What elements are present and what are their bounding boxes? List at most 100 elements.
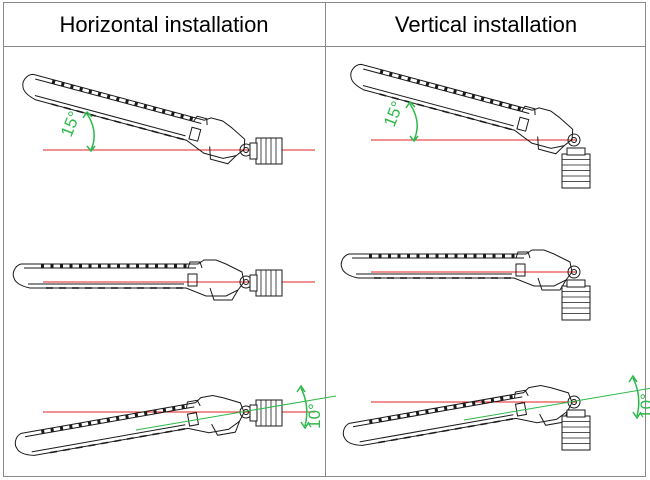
luminaire-outline xyxy=(22,73,253,165)
tilt-angle-label: 10° xyxy=(637,393,650,419)
lens-dash xyxy=(138,126,147,131)
lens-dash xyxy=(76,109,84,114)
cooling-fin xyxy=(183,264,187,268)
lens-dash xyxy=(63,106,71,110)
luminaire-outline xyxy=(12,259,253,301)
lens-dash xyxy=(139,434,147,438)
cooling-fin xyxy=(60,82,65,87)
cooling-fin xyxy=(435,254,439,258)
cooling-fin xyxy=(126,264,130,268)
lens-dash xyxy=(480,422,488,426)
tilt-angle-label: 10° xyxy=(305,403,324,429)
cooling-fin xyxy=(88,89,93,95)
cooling-fin xyxy=(406,412,411,418)
lens-dash xyxy=(391,96,399,100)
figure-frame xyxy=(3,2,646,477)
cooling-fin xyxy=(443,406,448,411)
tilt-angle-label: 15° xyxy=(380,99,407,130)
cooling-fin xyxy=(462,402,467,408)
cooling-fin xyxy=(498,101,503,107)
pivot-bolt xyxy=(243,409,249,415)
cooling-fin xyxy=(397,414,401,419)
lens-dash xyxy=(177,428,186,431)
latch-cover xyxy=(187,261,203,269)
arrow-head xyxy=(628,374,638,383)
cooling-fin xyxy=(471,94,476,99)
cooling-fin xyxy=(171,406,176,411)
cooling-fin xyxy=(134,412,139,418)
arrow-head xyxy=(296,384,306,393)
lens-dash xyxy=(377,440,386,444)
horizontal-installation-title: Horizontal installation xyxy=(59,12,269,37)
lens-dash xyxy=(390,438,398,442)
cooling-fin xyxy=(143,411,148,416)
lens-dash xyxy=(379,93,387,97)
lens-dash xyxy=(51,103,59,107)
lens-dash xyxy=(152,432,160,436)
cooling-fin xyxy=(415,411,420,416)
lens-dash xyxy=(467,424,475,428)
pole-fitter xyxy=(255,137,283,165)
pivot-joint xyxy=(567,265,581,279)
cooling-fin xyxy=(490,397,495,403)
cooling-fin xyxy=(416,254,420,258)
lens-dash xyxy=(126,437,134,440)
lens-dash xyxy=(441,110,450,114)
lens-dash xyxy=(493,420,501,424)
lamp-housing xyxy=(12,259,245,297)
cooling-fin xyxy=(181,404,185,410)
lamp-housing xyxy=(342,385,573,446)
cooling-fin xyxy=(453,89,457,94)
cooling-fin xyxy=(106,94,111,99)
cooling-fin xyxy=(50,427,54,433)
cooling-fin xyxy=(480,96,485,102)
lens-dash xyxy=(113,439,122,443)
cooling-fin xyxy=(397,74,402,80)
cooling-fin xyxy=(189,116,194,122)
tilt-angle-label: 15° xyxy=(57,109,84,140)
lens-edge xyxy=(362,85,514,127)
access-latch xyxy=(188,126,202,142)
cooling-fin xyxy=(136,264,139,268)
cooling-fin xyxy=(97,91,102,97)
cooling-fin xyxy=(143,104,148,109)
luminaire-outline xyxy=(14,395,253,456)
cooling-fin xyxy=(87,421,92,426)
pivot-bolt xyxy=(571,137,577,143)
mount-bracket xyxy=(537,277,567,291)
latch-cover xyxy=(521,105,536,116)
cooling-fin xyxy=(517,106,522,112)
cooling-fin xyxy=(416,79,421,85)
lens-edge xyxy=(31,424,186,453)
cooling-fin xyxy=(489,99,494,104)
cooling-fin xyxy=(69,264,73,268)
lens-dash xyxy=(505,418,514,421)
cooling-fin xyxy=(98,264,101,268)
access-latch xyxy=(186,412,200,427)
cooling-fin xyxy=(509,394,513,400)
lens-dash xyxy=(454,427,462,430)
access-latch xyxy=(187,273,198,287)
cooling-fin xyxy=(434,84,439,89)
cooling-fin xyxy=(483,254,486,258)
cooling-fin xyxy=(115,96,120,102)
arrow-head xyxy=(82,110,93,119)
fitter-collar xyxy=(249,404,258,422)
cooling-fin xyxy=(378,254,382,258)
lamp-housing xyxy=(340,249,573,287)
cooling-fin xyxy=(388,72,393,77)
cooling-fin xyxy=(59,426,64,431)
cooling-fin xyxy=(443,86,448,92)
header-divider xyxy=(3,46,646,47)
lens-dash xyxy=(429,106,437,111)
lens-dash xyxy=(62,448,70,452)
mount-bracket xyxy=(211,421,240,436)
cooling-fin xyxy=(134,101,139,107)
cooling-fin xyxy=(388,254,391,258)
lens-dash xyxy=(101,441,109,445)
cooling-fin xyxy=(69,424,73,429)
fitter-collar xyxy=(566,409,586,418)
access-latch xyxy=(516,116,530,132)
cooling-fin xyxy=(174,264,177,268)
